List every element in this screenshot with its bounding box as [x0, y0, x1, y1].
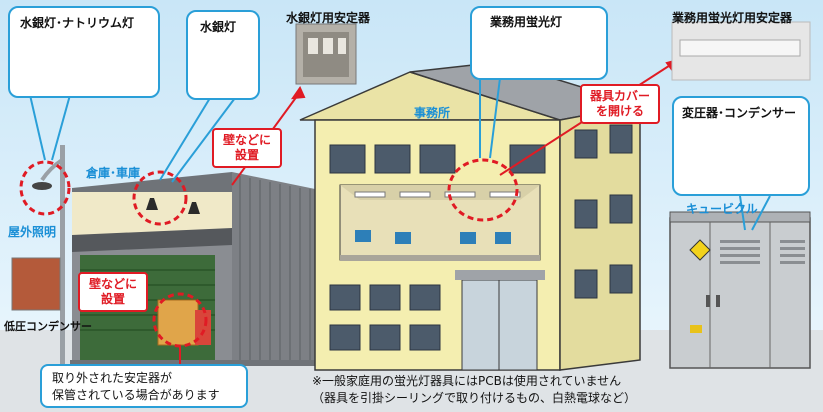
- redbox-cover-line1: 器具カバー: [589, 89, 650, 103]
- office-building: [299, 61, 641, 371]
- label-outdoor-light: 屋外照明: [8, 225, 57, 239]
- redbox-wall-left: 壁などに 設置: [78, 272, 148, 312]
- label-mercury-sodium: 水銀灯･ナトリウム灯: [20, 16, 135, 30]
- redbox-wall-left-line2: 設置: [100, 292, 125, 306]
- note-removed-line1: 取り外された安定器が: [52, 371, 173, 385]
- callout-mercury-sodium: 水銀灯･ナトリウム灯: [8, 6, 160, 98]
- redbox-wall-left-line1: 壁などに: [88, 277, 137, 291]
- redbox-cover-line2: を開ける: [595, 104, 644, 118]
- cubicle-box: [669, 211, 811, 369]
- redbox-wall-top: 壁などに 設置: [212, 128, 282, 168]
- outdoor-light-pole: [32, 145, 65, 375]
- label-fluorescent: 業務用蛍光灯: [490, 15, 563, 29]
- label-fluorescent-ballast: 業務用蛍光灯用安定器: [672, 11, 793, 25]
- label-transformer: 変圧器･コンデンサー: [682, 106, 797, 120]
- callout-transformer: 変圧器･コンデンサー: [672, 96, 810, 196]
- label-mercury: 水銀灯: [200, 20, 237, 34]
- note-removed-line2: 保管されている場合があります: [52, 388, 220, 402]
- callout-tails: [29, 77, 771, 231]
- label-low-voltage-capacitor: 低圧コンデンサー: [4, 320, 92, 333]
- callout-mercury: 水銀灯: [186, 10, 260, 100]
- note-removed-ballast: 取り外された安定器が 保管されている場合があります: [40, 364, 248, 408]
- label-warehouse: 倉庫･車庫: [86, 166, 141, 180]
- redbox-cover: 器具カバー を開ける: [580, 84, 660, 124]
- note-pcb-line2: （器具を引掛シーリングで取り付けるもの、白熱電球など）: [312, 391, 637, 405]
- label-mercury-ballast: 水銀灯用安定器: [286, 11, 371, 25]
- callout-fluorescent: 業務用蛍光灯: [470, 6, 608, 80]
- label-cubicle: キュービクル: [686, 202, 758, 216]
- note-pcb-line1: ※一般家庭用の蛍光灯器具にはPCBは使用されていません: [312, 374, 622, 388]
- redbox-wall-top-line2: 設置: [234, 148, 259, 162]
- redbox-wall-top-line1: 壁などに: [222, 133, 271, 147]
- warehouse: [70, 172, 322, 366]
- label-office: 事務所: [414, 106, 451, 120]
